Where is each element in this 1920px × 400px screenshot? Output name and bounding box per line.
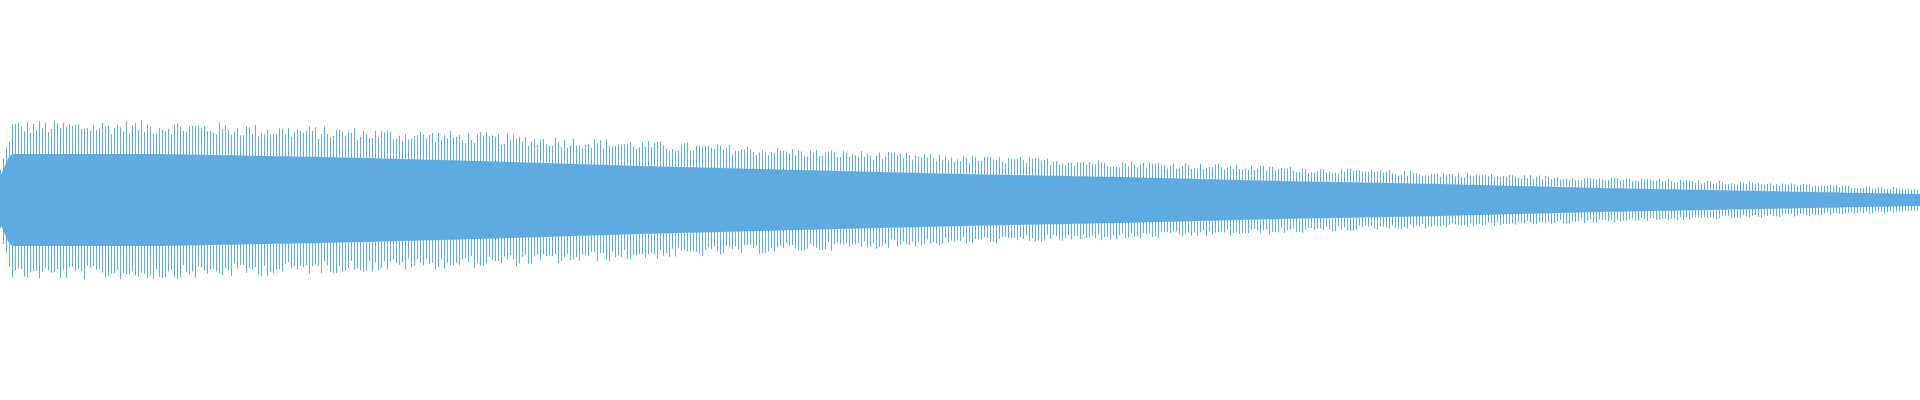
waveform-body [0,154,1920,246]
